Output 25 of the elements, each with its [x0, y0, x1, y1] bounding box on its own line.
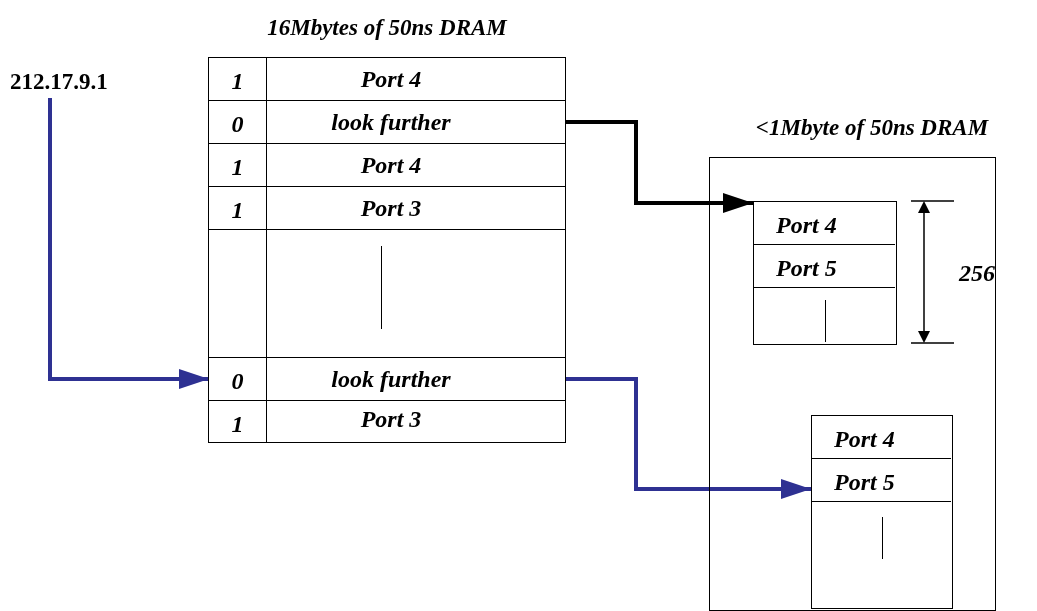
arrow	[565, 377, 811, 499]
arrow	[565, 120, 753, 213]
bit-value: 0	[230, 112, 245, 136]
table-entry: Port 4	[359, 67, 423, 91]
ip-address: 212.17.9.1	[10, 68, 138, 96]
bit-value: 1	[230, 412, 245, 436]
table-heading: 16Mbytes of 50ns DRAM	[266, 16, 509, 39]
bit-value: 1	[230, 155, 245, 179]
table-entry: Port 5	[776, 256, 837, 280]
table-entry: Port 4	[834, 427, 895, 451]
dimension-label: 256	[959, 261, 995, 285]
table-entry: Port 3	[359, 196, 423, 220]
table-entry: Port 5	[834, 470, 895, 494]
table-entry: Port 3	[359, 407, 423, 431]
bit-value: 0	[230, 369, 245, 393]
arrow	[48, 98, 209, 389]
bit-value: 1	[230, 69, 245, 93]
sub-table	[811, 415, 953, 609]
table-entry: Port 4	[776, 213, 837, 237]
table-entry: Port 4	[359, 153, 423, 177]
table-heading: <1Mbyte of 50ns DRAM	[754, 116, 990, 139]
table-entry: look further	[330, 110, 452, 134]
sub-table	[753, 201, 897, 345]
table-entry: look further	[330, 367, 452, 391]
bit-value: 1	[230, 198, 245, 222]
